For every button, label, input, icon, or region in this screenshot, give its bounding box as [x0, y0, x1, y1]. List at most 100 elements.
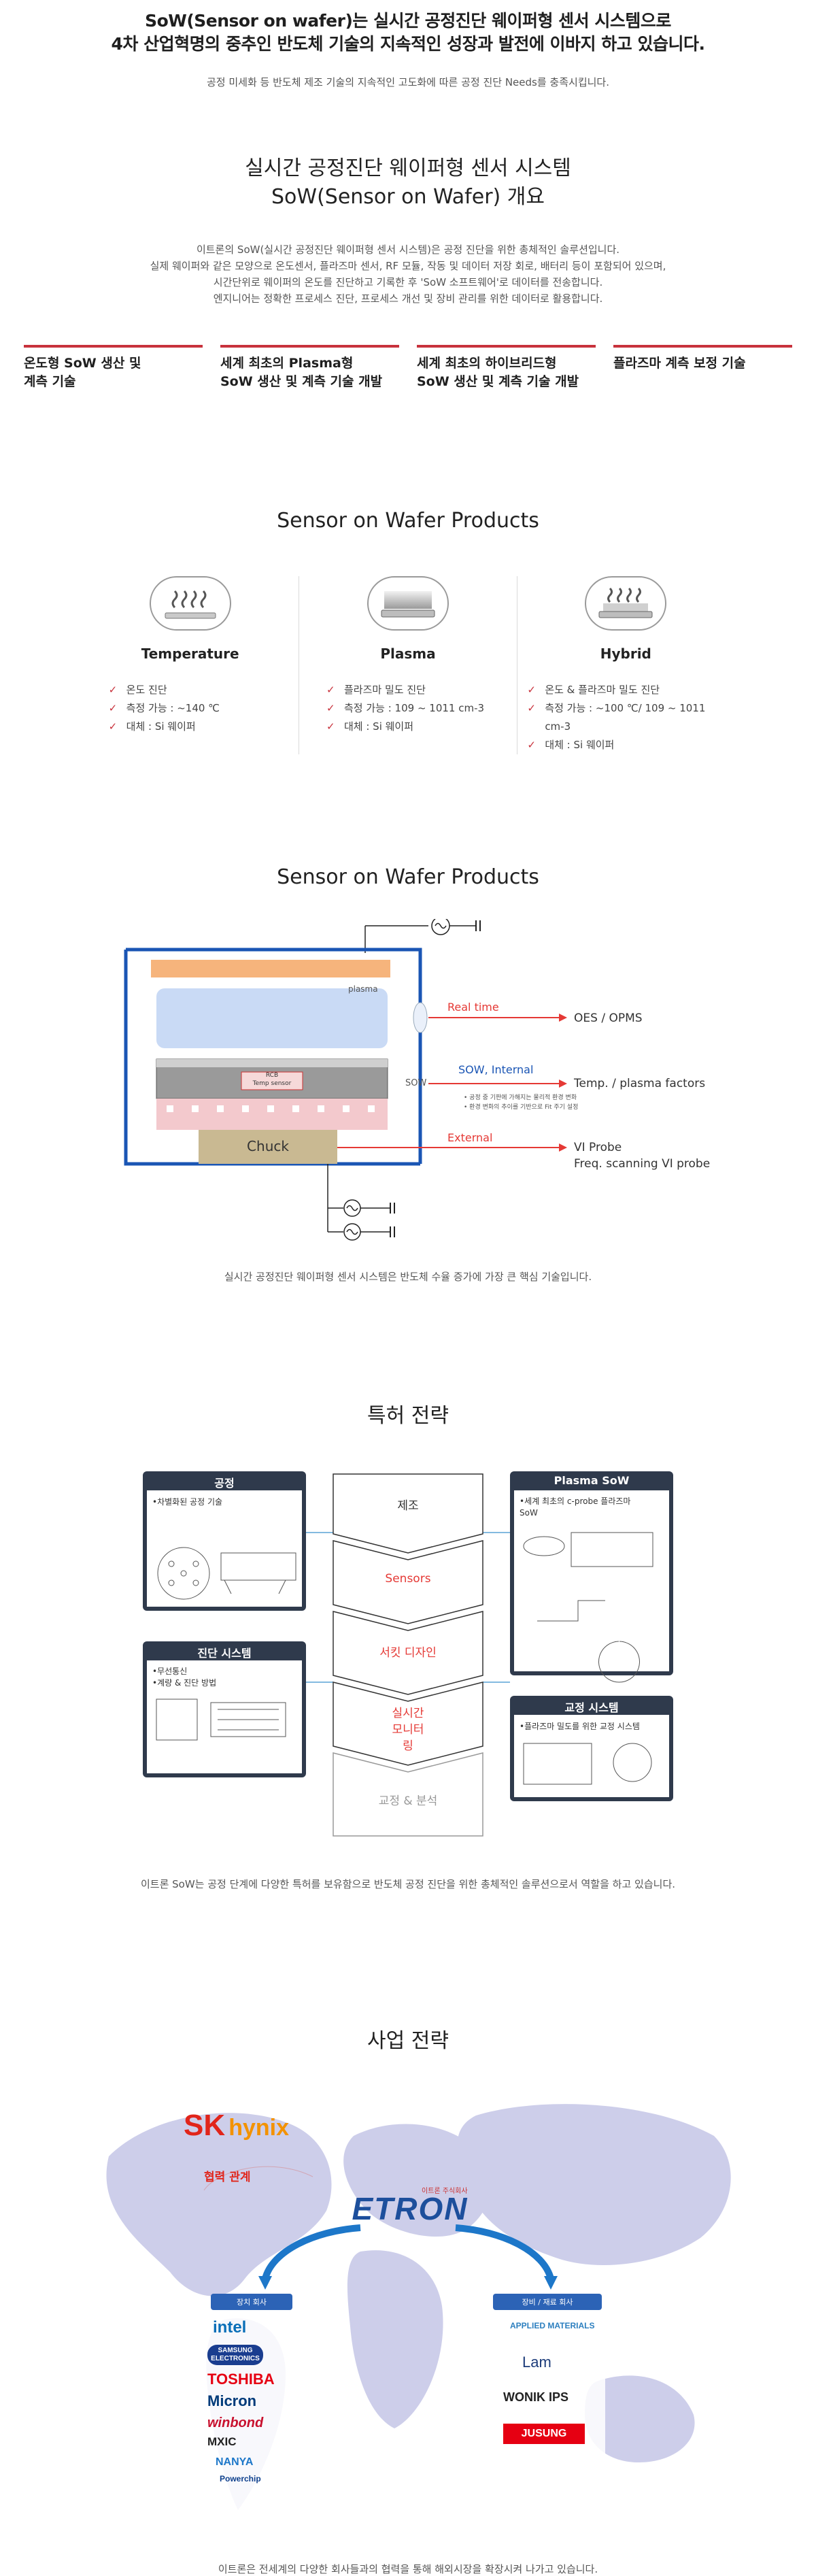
intro-para-line: 이트론의 SoW(실시간 공정진단 웨이퍼형 센서 시스템)은 공정 진단을 위…: [196, 244, 620, 256]
product-spec: ✓ 측정 가능 : ~140 ℃: [109, 699, 272, 718]
feature-list: 온도형 SoW 생산 및 계측 기술 세계 최초의 Plasma형 SoW 생산…: [24, 345, 792, 391]
product-hybrid: Hybrid ✓온도 & 플라즈마 밀도 진단 ✓측정 가능 : ~100 ℃/…: [516, 576, 734, 754]
top-electrode: [151, 960, 390, 977]
chip-label-2: Temp sensor: [252, 1080, 292, 1087]
step-label: 실시간 모니터링: [392, 1707, 424, 1753]
patent-section: 특허 전략: [0, 1402, 816, 1891]
hybrid-wafer-icon: [585, 576, 667, 631]
sk-text: SK: [184, 2109, 226, 2142]
powerchip-logo: Powerchip: [220, 2474, 261, 2484]
product-spec: ✓ 대체 : Si 웨이퍼: [109, 718, 272, 736]
product-spec-text: 측정 가능 : ~140 ℃: [126, 702, 220, 714]
product-spec-text: 대체 : Si 웨이퍼: [343, 720, 414, 733]
box-plasma-item: SoW: [520, 1508, 538, 1518]
plasma-region: [156, 988, 388, 1048]
internal-notes: • 공정 중 기판에 가해지는 물리적 환경 변화 • 환경 변화의 추이를 기…: [464, 1093, 578, 1112]
right-tag: 장비 / 재료 회사: [522, 2298, 573, 2307]
rf-source-top: [364, 919, 481, 953]
intro-title: 실시간 공정진단 웨이퍼형 센서 시스템 SoW(Sensor on Wafer…: [0, 154, 816, 212]
product-plasma: Plasma ✓플라즈마 밀도 진단 ✓측정 가능 : 109 ~ 1011 c…: [299, 576, 516, 754]
intro-section: 실시간 공정진단 웨이퍼형 센서 시스템 SoW(Sensor on Wafer…: [0, 154, 816, 391]
check-icon: ✓: [527, 684, 536, 696]
intro-title-line-2: SoW(Sensor on Wafer) 개요: [271, 185, 545, 209]
product-list: Temperature ✓ 온도 진단 ✓ 측정 가능 : ~140 ℃ ✓ 대체 :…: [82, 576, 734, 754]
feature-item: 플라즈마 계측 보정 기술: [613, 345, 792, 391]
product-spec-text: 대체 : Si 웨이퍼: [545, 739, 615, 751]
box-diag-item: •무선통신: [152, 1667, 188, 1676]
box-process-title: 공정: [214, 1477, 235, 1490]
product-spec-text: 대체 : Si 웨이퍼: [126, 720, 196, 733]
temperature-wafer-icon: [149, 576, 231, 631]
product-spec: ✓ 온도 & 플라즈마 밀도 진단: [527, 681, 724, 699]
chuck-block: [199, 1130, 337, 1164]
feature-item: 세계 최초의 Plasma형 SoW 생산 및 계측 기술 개발: [220, 345, 399, 391]
intro-para-line: 실제 웨이퍼와 같은 모양으로 온도센서, 플라즈마 센서, RF 모듈, 작동…: [150, 260, 666, 272]
realtime-target: OES / OPMS: [574, 1011, 643, 1025]
check-icon: ✓: [108, 702, 118, 714]
patent-diagram: 공정 •차별화된 공정 기술 진단 시스템 •무선통신 •계량 & 진단 방법 …: [129, 1471, 687, 1839]
product-name: Temperature: [141, 646, 239, 662]
toshiba-logo: TOSHIBA: [207, 2370, 275, 2388]
internal-label: SOW, Internal: [458, 1063, 534, 1076]
box-diag-items: •무선통신 •계량 & 진단 방법: [152, 1666, 216, 1689]
esc-holes: [167, 1105, 375, 1112]
chip-label-1: RCB: [265, 1072, 279, 1079]
box-cal-item: •플라즈마 밀도를 위한 교정 시스템: [520, 1722, 640, 1731]
external-target: Freq. scanning VI probe: [574, 1157, 711, 1171]
patent-caption: 이트론 SoW는 공정 단계에 다양한 특허를 보유함으로 반도체 공정 진단을…: [140, 1878, 676, 1890]
viewport-window: [413, 1002, 428, 1033]
samsung-logo: SAMSUNG ELECTRONICS: [207, 2344, 263, 2365]
internal-note: • 공정 중 기판에 가해지는 물리적 환경 변화: [464, 1094, 577, 1101]
feature-line: SoW 생산 및 계측 기술 개발: [417, 374, 579, 389]
etron-small-label: 이트론 주식회사: [422, 2188, 468, 2195]
product-spec-text: 온도 진단: [126, 684, 167, 696]
business-section: 사업 전략 SK hynix: [0, 2027, 816, 2576]
feature-item: 세계 최초의 하이브리드형 SoW 생산 및 계측 기술 개발: [417, 345, 596, 391]
etron-logo: ETRON: [352, 2191, 469, 2226]
box-plasma-items: •세계 최초의 c-probe 플라즈마 SoW: [520, 1496, 630, 1519]
product-name: Hybrid: [600, 646, 651, 662]
hynix-text: hynix: [228, 2115, 290, 2141]
box-cal-title: 교정 시스템: [564, 1701, 619, 1714]
feature-line: 플라즈마 계측 보정 기술: [613, 356, 746, 371]
diagram-title: Sensor on Wafer Products: [277, 865, 539, 889]
feature-line: 세계 최초의 하이브리드형: [417, 356, 557, 371]
headline: SoW(Sensor on wafer)는 실시간 공정진단 웨이퍼형 센서 시…: [0, 10, 816, 56]
cal-sketch: [523, 1743, 652, 1785]
sow-system-diagram: plasma RCB Temp sensor SOW Chuck Real ti…: [0, 919, 816, 1300]
external-target: VI Probe: [574, 1141, 622, 1154]
feature-line: 세계 최초의 Plasma형: [220, 356, 354, 371]
process-sketch: [157, 1547, 296, 1600]
product-spec: ✓측정 가능 : 109 ~ 1011 cm-3: [326, 699, 490, 718]
check-icon: ✓: [108, 684, 118, 696]
applied-materials-logo: APPLIED MATERIALS: [510, 2321, 595, 2330]
intro-title-line-1: 실시간 공정진단 웨이퍼형 센서 시스템: [245, 156, 571, 180]
check-icon: ✓: [326, 684, 335, 696]
product-spec-list: ✓온도 & 플라즈마 밀도 진단 ✓측정 가능 : ~100 ℃/ 109 ~ …: [527, 681, 724, 754]
products-section: Sensor on Wafer Products Temperature ✓온도…: [0, 507, 816, 754]
feature-line: 온도형 SoW 생산 및: [24, 356, 141, 371]
product-spec: ✓ 플라즈마 밀도 진단: [326, 681, 490, 699]
check-icon: ✓: [527, 702, 536, 714]
box-diag-item: •계량 & 진단 방법: [152, 1678, 217, 1688]
sensor-chip: [241, 1071, 303, 1090]
product-spec-text: 온도 & 플라즈마 밀도 진단: [545, 684, 660, 696]
esc-layer: [156, 1099, 388, 1130]
headline-subtext: 공정 미세화 등 반도체 제조 기술의 지속적인 고도화에 따른 공정 진단 N…: [206, 76, 609, 88]
product-temperature: Temperature ✓ 온도 진단 ✓ 측정 가능 : ~140 ℃ ✓ 대체 :…: [82, 576, 299, 754]
box-plasma-item: •세계 최초의 c-probe 플라즈마: [520, 1496, 631, 1506]
check-icon: ✓: [326, 702, 335, 714]
product-spec-text: 플라즈마 밀도 진단: [343, 684, 426, 696]
box-diag-title: 진단 시스템: [197, 1647, 252, 1660]
plasma-label: plasma: [348, 984, 378, 994]
world-map-background: [106, 2104, 731, 2539]
check-icon: ✓: [108, 720, 118, 733]
business-title: 사업 전략: [367, 2029, 449, 2053]
winbond-logo: winbond: [207, 2415, 264, 2430]
step-label: Sensors: [385, 1572, 431, 1586]
product-spec-list: ✓ 플라즈마 밀도 진단 ✓측정 가능 : 109 ~ 1011 cm-3 ✓ 대체…: [326, 681, 490, 736]
realtime-label: Real time: [447, 1001, 499, 1014]
plasma-wafer-icon: [367, 576, 449, 631]
external-targets: VI Probe Freq. scanning VI probe: [574, 1139, 710, 1172]
check-icon: ✓: [527, 739, 536, 751]
